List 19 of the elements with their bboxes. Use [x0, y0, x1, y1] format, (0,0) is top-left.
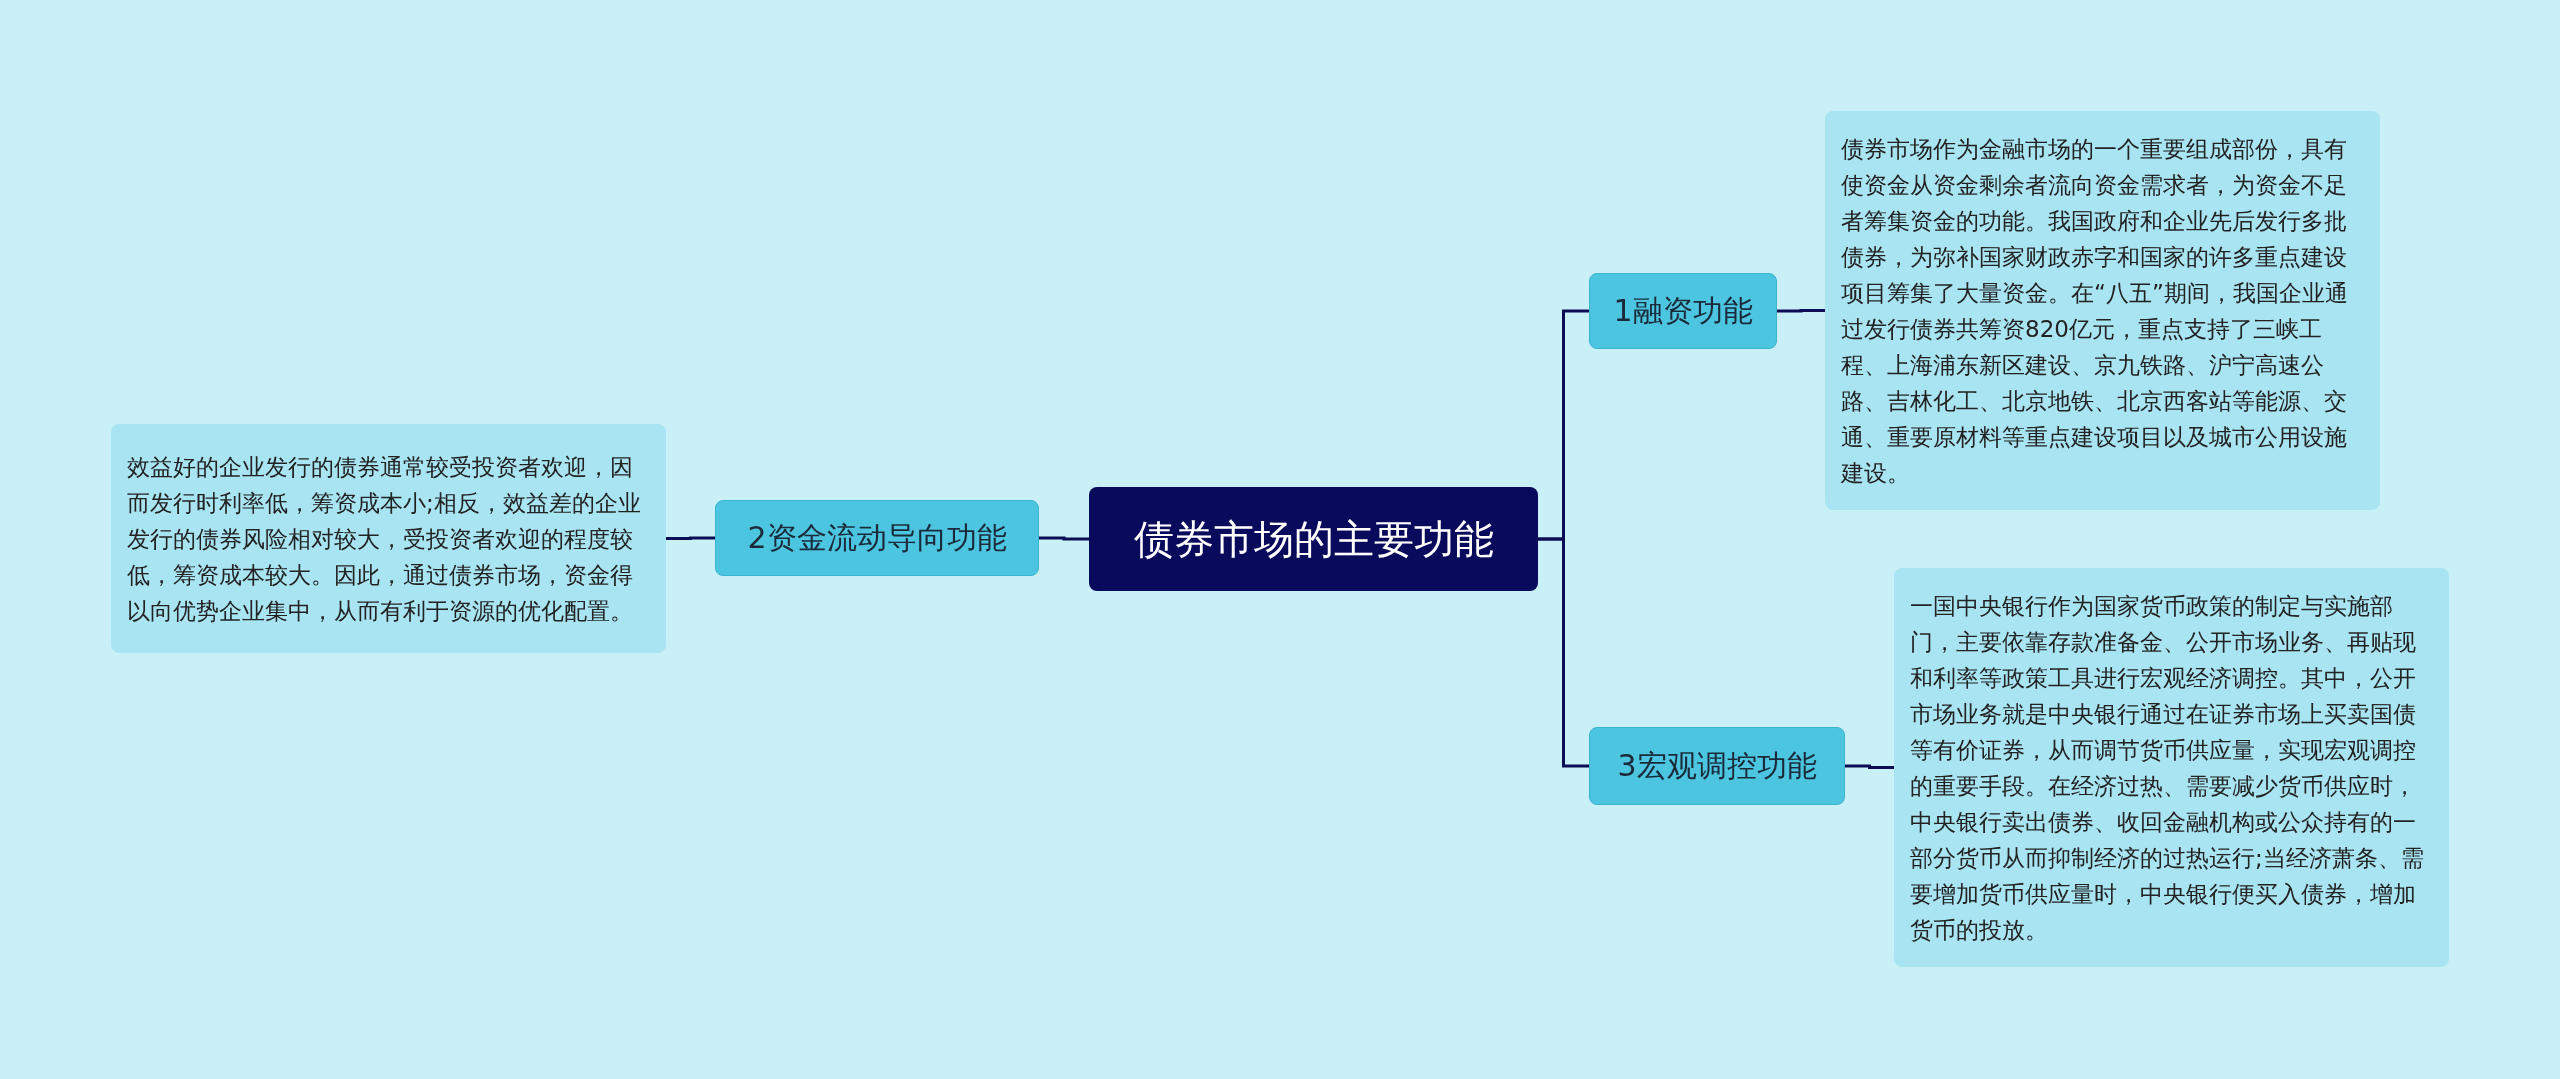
note-box [1894, 568, 2449, 967]
note-box [1825, 111, 2380, 510]
topic-label: 3宏观调控功能 [1617, 746, 1817, 785]
topic-label: 债券市场的主要功能 [1133, 514, 1494, 564]
topic-label: 2资金流动导向功能 [747, 518, 1007, 557]
topic-box [1589, 273, 1777, 349]
topic-box [715, 500, 1039, 576]
central-topic-box [1089, 487, 1538, 591]
connector-line [1777, 309, 1825, 313]
connector-line [1039, 536, 1089, 541]
note-text: 效益好的企业发行的债券通常较受投资者欢迎，因而发行时利率低，筹资成本小;相反，效益差的企业发行的债券风险相对较大，受投资者欢迎的程度较低，筹资成本较大。因此，通过债券市场，资金得以向优势企业集中，从而有利于资源的优化配置。 [127, 452, 642, 626]
note-text: 一国中央银行作为国家货币政策的制定与实施部门，主要依靠存款准备金、公开市场业务、再贴现和利率等政策工具进行宏观经济调控。其中，公开市场业务就是中央银行通过在证券市场上买卖国债等有价证券，从而调节货币供应量，实现宏观调控的重要手段。在经济过热、需要减少货币供应时，中央银行卖出债券、收回金融机构或公众持有的一部分货币从而抑制经济的过热运行;当经济萧条、需要增加货币供应量时，中央银行便买入债券，增加货币的投放。 [1910, 591, 2425, 945]
connector-line [1845, 764, 1894, 769]
connector-line [666, 536, 715, 540]
topic-box [1589, 727, 1845, 805]
connector-line [1538, 537, 1589, 768]
note-box [111, 424, 666, 653]
note-text: 债券市场作为金融市场的一个重要组成部份，具有使资金从资金剩余者流向资金需求者，为资金不足者筹集资金的功能。我国政府和企业先后发行多批债券，为弥补国家财政赤字和国家的许多重点建设项目筹集了大量资金。在“八五”期间，我国企业通过发行债券共筹资820亿元，重点支持了三峡工程、上海浦东新区建设、京九铁路、沪宁高速公路、吉林化工、北京地铁、北京西客站等能源、交通、重要原材料等重点建设项目以及城市公用设施建设。 [1841, 134, 2349, 488]
topic-label: 1融资功能 [1613, 291, 1753, 330]
